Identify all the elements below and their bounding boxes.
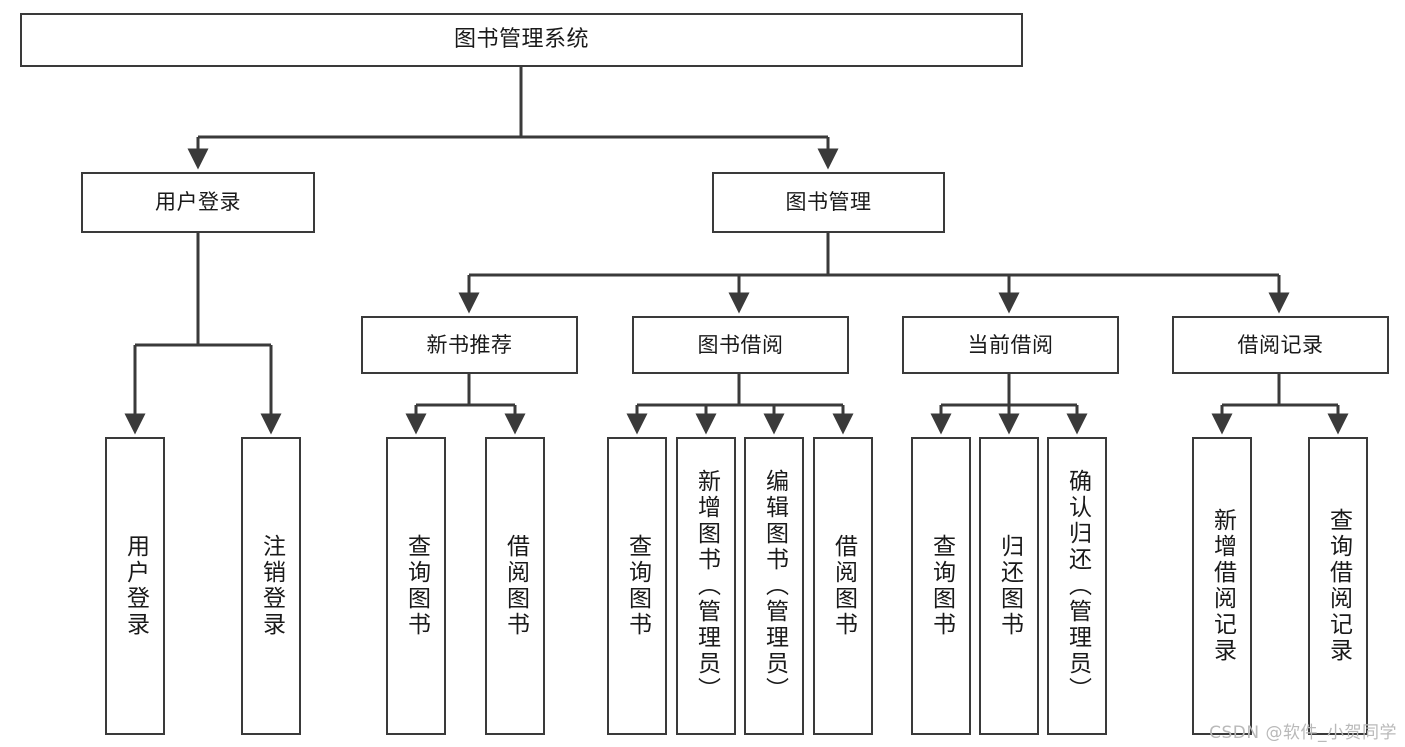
node-current-borrow[interactable]: 当前借阅 — [902, 316, 1119, 374]
node-book-borrow-label: 图书借阅 — [697, 332, 784, 357]
node-leaf-query-record-label: 查询借阅记录 — [1325, 508, 1352, 664]
node-leaf-confirm-return-label: 确认归还（管理员） — [1064, 469, 1091, 703]
watermark-text: CSDN @软件_小贺同学 — [1209, 723, 1397, 743]
node-root[interactable]: 图书管理系统 — [20, 13, 1023, 67]
node-leaf-borrow-book-2-label: 借阅图书 — [830, 534, 857, 638]
node-leaf-query-book-2-label: 查询图书 — [624, 534, 651, 638]
node-root-label: 图书管理系统 — [453, 27, 589, 53]
node-leaf-add-record[interactable]: 新增借阅记录 — [1192, 437, 1252, 735]
node-current-borrow-label: 当前借阅 — [967, 332, 1054, 357]
node-book-manage-label: 图书管理 — [785, 190, 872, 215]
node-leaf-add-book[interactable]: 新增图书（管理员） — [676, 437, 736, 735]
node-leaf-user-logout[interactable]: 注销登录 — [241, 437, 301, 735]
node-user-login[interactable]: 用户登录 — [81, 172, 315, 233]
node-leaf-query-book-3-label: 查询图书 — [928, 534, 955, 638]
node-leaf-query-book-2[interactable]: 查询图书 — [607, 437, 667, 735]
node-leaf-edit-book[interactable]: 编辑图书（管理员） — [744, 437, 804, 735]
node-leaf-borrow-book-2[interactable]: 借阅图书 — [813, 437, 873, 735]
node-borrow-record[interactable]: 借阅记录 — [1172, 316, 1389, 374]
node-leaf-borrow-book-1-label: 借阅图书 — [502, 534, 529, 638]
node-leaf-query-record[interactable]: 查询借阅记录 — [1308, 437, 1368, 735]
node-leaf-return-book[interactable]: 归还图书 — [979, 437, 1039, 735]
node-new-book-rec-label: 新书推荐 — [426, 332, 513, 357]
node-leaf-add-book-label: 新增图书（管理员） — [693, 469, 720, 703]
node-book-borrow[interactable]: 图书借阅 — [632, 316, 849, 374]
node-book-manage[interactable]: 图书管理 — [712, 172, 945, 233]
node-leaf-query-book-1-label: 查询图书 — [403, 534, 430, 638]
node-leaf-add-record-label: 新增借阅记录 — [1209, 508, 1236, 664]
node-leaf-query-book-3[interactable]: 查询图书 — [911, 437, 971, 735]
node-leaf-user-login[interactable]: 用户登录 — [105, 437, 165, 735]
node-leaf-query-book-1[interactable]: 查询图书 — [386, 437, 446, 735]
node-leaf-edit-book-label: 编辑图书（管理员） — [761, 469, 788, 703]
node-leaf-return-book-label: 归还图书 — [996, 534, 1023, 638]
node-leaf-user-login-label: 用户登录 — [122, 534, 149, 638]
node-leaf-confirm-return[interactable]: 确认归还（管理员） — [1047, 437, 1107, 735]
node-new-book-rec[interactable]: 新书推荐 — [361, 316, 578, 374]
node-borrow-record-label: 借阅记录 — [1237, 332, 1324, 357]
node-leaf-borrow-book-1[interactable]: 借阅图书 — [485, 437, 545, 735]
node-leaf-user-logout-label: 注销登录 — [258, 534, 285, 638]
node-user-login-label: 用户登录 — [155, 190, 241, 215]
